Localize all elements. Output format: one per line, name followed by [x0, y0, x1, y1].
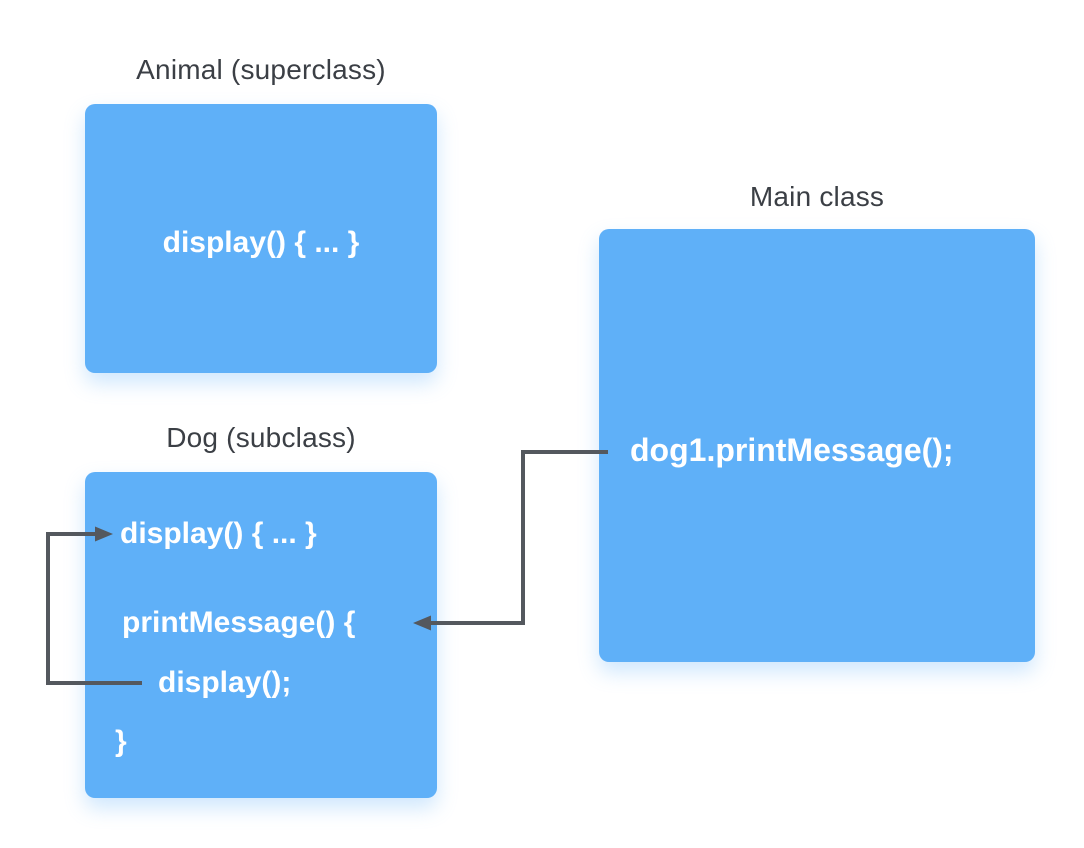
animal-display-method-code: display() { ... }: [162, 226, 360, 259]
dog-closing-brace-code: }: [115, 725, 127, 758]
arrow-main-call-to-printmessage: [413, 450, 608, 631]
animal-superclass-box: display() { ... }: [85, 104, 437, 373]
main-class-box: dog1.printMessage();: [599, 229, 1035, 662]
dog-printmessage-method-code: printMessage() {: [122, 606, 356, 639]
main-class-label: Main class: [749, 181, 885, 212]
dog-subclass-box: display() { ... } printMessage() { displ…: [85, 472, 437, 798]
dog-display-method-code: display() { ... }: [120, 517, 317, 550]
dog-display-call-code: display();: [158, 666, 292, 699]
dog-subclass-label: Dog (subclass): [166, 422, 356, 453]
main-printmessage-call-code: dog1.printMessage();: [630, 432, 954, 468]
animal-superclass-label: Animal (superclass): [136, 54, 386, 85]
